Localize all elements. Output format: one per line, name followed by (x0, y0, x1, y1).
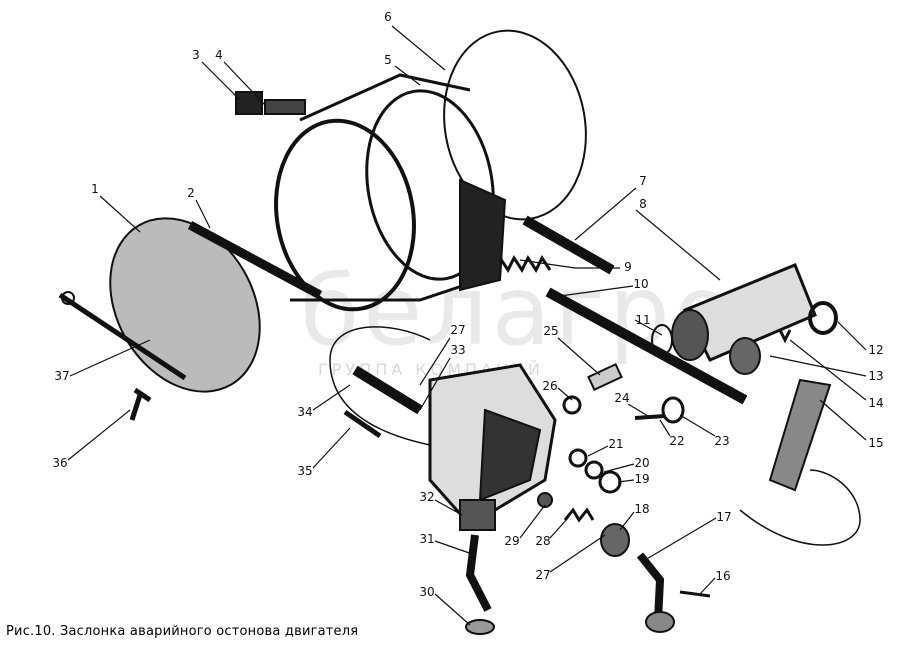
part-label: 28 (535, 534, 551, 548)
part-label: 12 (868, 343, 884, 357)
housing-part (274, 73, 507, 312)
lever-31-part (465, 534, 492, 612)
valve-body-part (428, 363, 557, 531)
pin-16-part (679, 590, 711, 598)
part-label: 26 (542, 379, 558, 393)
cover-27-part (600, 523, 630, 557)
leader-lines (67, 25, 867, 626)
screw-35-part (343, 409, 382, 439)
assembly-arrow (739, 469, 861, 546)
part-label: 35 (297, 464, 313, 478)
part-label: 29 (504, 534, 520, 548)
nut-19-part (598, 470, 622, 494)
fitting-part (729, 337, 761, 375)
part-label: 22 (669, 434, 685, 448)
part-label: 20 (634, 456, 650, 470)
part-label: 17 (716, 510, 732, 524)
part-label: 19 (634, 472, 650, 486)
plug-29-part (537, 492, 553, 508)
part-label: 23 (714, 434, 730, 448)
part-label: 32 (419, 490, 435, 504)
part-label: 24 (614, 391, 630, 405)
washer-21-part (568, 448, 588, 468)
lever-17-part (636, 552, 665, 621)
cap-part (465, 619, 495, 635)
part-label: 37 (54, 369, 70, 383)
spring-28-part (563, 507, 595, 523)
lever-part (58, 292, 187, 381)
part-label: 1 (91, 182, 99, 196)
rod-part (545, 287, 748, 405)
part-label: 25 (543, 324, 559, 338)
part-label: 2 (187, 186, 195, 200)
bolt-36-part (129, 387, 152, 421)
assembly-arrow (329, 326, 431, 446)
part-label: 27 (535, 568, 551, 582)
part-label: 6 (384, 10, 392, 24)
part-label: 36 (52, 456, 68, 470)
figure-caption: Рис.10. Заслонка аварийного остонова дви… (6, 624, 359, 639)
part-label: 31 (419, 532, 435, 546)
part-label: 3 (192, 48, 200, 62)
part-label: 16 (715, 569, 731, 583)
part-label: 9 (624, 260, 632, 274)
part-label: 8 (639, 197, 647, 211)
part-label: 10 (633, 277, 649, 291)
pin-24-part (634, 414, 666, 420)
o-ring-part (443, 29, 587, 221)
part-label: 5 (384, 53, 392, 67)
part-label: 14 (868, 396, 884, 410)
part-label: 30 (419, 585, 435, 599)
part-label: 15 (868, 436, 884, 450)
part-label: 21 (608, 437, 624, 451)
part-label: 7 (639, 174, 647, 188)
shaft-part (352, 365, 423, 415)
strip-part (187, 221, 323, 299)
spring-part (498, 255, 552, 273)
part-label: 18 (634, 502, 650, 516)
ring-11-part (651, 324, 673, 356)
gasket-part (768, 378, 832, 492)
part-label: 34 (297, 405, 313, 419)
washer-20-part (584, 460, 604, 480)
damper-disk-part (109, 217, 261, 393)
part-label: 33 (450, 343, 466, 357)
bolt-part (235, 91, 263, 115)
part-label: 11 (635, 313, 651, 327)
sleeve-part (587, 362, 623, 392)
stud-part (522, 215, 615, 275)
part-label: 13 (868, 369, 884, 383)
nut-12-part (808, 301, 838, 335)
nut-26-part (562, 395, 582, 415)
part-label: 27 (450, 323, 466, 337)
part-label: 4 (215, 48, 223, 62)
